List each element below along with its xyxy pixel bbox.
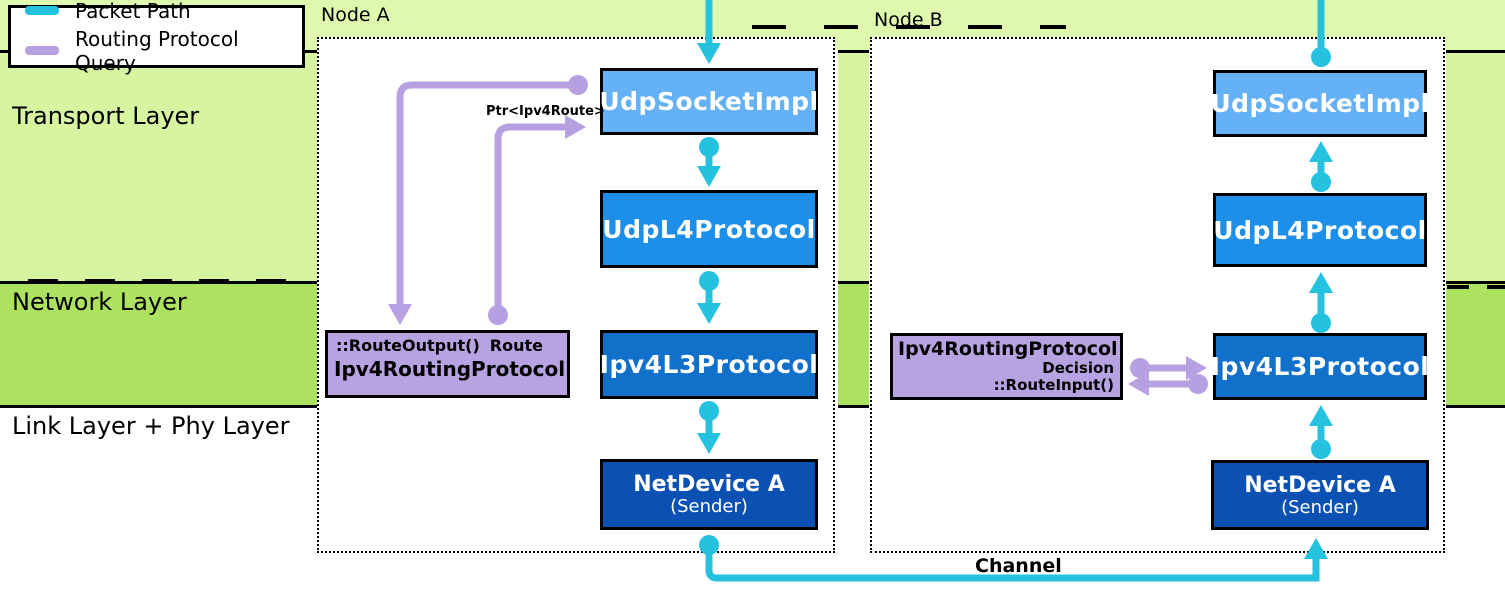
node-b-netdevice-role: (Sender) (1281, 496, 1359, 518)
node-a-udp-socket-impl-label: UdpSocketImpl (599, 87, 819, 116)
node-a-udp-l4-protocol-label: UdpL4Protocol (602, 214, 816, 244)
node-a-route-label: Route (489, 336, 543, 355)
node-b-ipv4-l3-protocol-label: Ipv4L3Protocol (1210, 352, 1430, 381)
node-a-route-output-label: ::RouteOutput() (336, 336, 480, 355)
network-layer-label: Network Layer (12, 288, 187, 316)
node-a-netdevice-role: (Sender) (670, 496, 748, 517)
node-a-ipv4-l3-protocol-label: Ipv4L3Protocol (599, 350, 819, 379)
legend-packet-path-label: Packet Path (75, 0, 191, 23)
node-b-title: Node B (874, 9, 943, 31)
node-b-netdevice-label: NetDevice A (1244, 472, 1396, 498)
node-b-udp-socket-impl-label: UdpSocketImpl (1210, 89, 1430, 118)
node-a-netdevice-label: NetDevice A (633, 472, 785, 497)
node-b-ipv4-l3-protocol-box: Ipv4L3Protocol (1210, 333, 1430, 400)
transport-layer-band-gap (838, 50, 869, 284)
legend-item-routing-query: Routing Protocol Query (11, 27, 302, 75)
legend: Packet Path Routing Protocol Query (8, 0, 305, 75)
network-layer-band-left (0, 284, 318, 408)
transport-layer-band-left (0, 50, 318, 284)
transport-layer-label: Transport Layer (12, 102, 200, 130)
network-layer-band-right (1446, 284, 1505, 408)
network-layer-band-gap (838, 284, 869, 408)
node-b-udp-socket-impl-box: UdpSocketImpl (1210, 70, 1430, 137)
node-a-udp-l4-protocol-box: UdpL4Protocol (600, 190, 818, 268)
legend-item-packet-path: Packet Path (11, 0, 302, 23)
ptr-ipv4route-label: Ptr<Ipv4Route> (486, 104, 605, 119)
node-b-ipv4-routing-protocol-label: Ipv4RoutingProtocol (898, 338, 1118, 360)
node-a-title: Node A (321, 4, 390, 26)
node-b-route-input-label: ::RouteInput() (993, 376, 1114, 394)
packet-path-swatch-icon (25, 6, 59, 15)
transport-layer-band-right (1446, 50, 1505, 284)
node-a-ipv4-l3-protocol-box: Ipv4L3Protocol (600, 330, 818, 399)
legend-routing-query-label: Routing Protocol Query (75, 26, 239, 75)
routing-query-swatch-icon (25, 46, 59, 55)
node-a-ipv4-routing-protocol-label: Ipv4RoutingProtocol (334, 357, 566, 381)
node-b-netdevice-box: NetDevice A (Sender) (1211, 460, 1429, 530)
node-b-decision-label: Decision (1042, 359, 1114, 377)
node-b-udp-l4-protocol-label: UdpL4Protocol (1213, 215, 1427, 245)
node-a-netdevice-box: NetDevice A (Sender) (600, 459, 818, 530)
link-phy-layer-label: Link Layer + Phy Layer (12, 412, 290, 440)
node-b-udp-l4-protocol-box: UdpL4Protocol (1213, 193, 1427, 267)
node-b-ipv4-routing-protocol-box: Ipv4RoutingProtocol Decision ::RouteInpu… (890, 333, 1123, 400)
channel-label: Channel (975, 555, 1062, 577)
node-a-udp-socket-impl-box: UdpSocketImpl (599, 68, 819, 135)
node-a-ipv4-routing-protocol-box: ::RouteOutput() Route Ipv4RoutingProtoco… (325, 330, 570, 398)
